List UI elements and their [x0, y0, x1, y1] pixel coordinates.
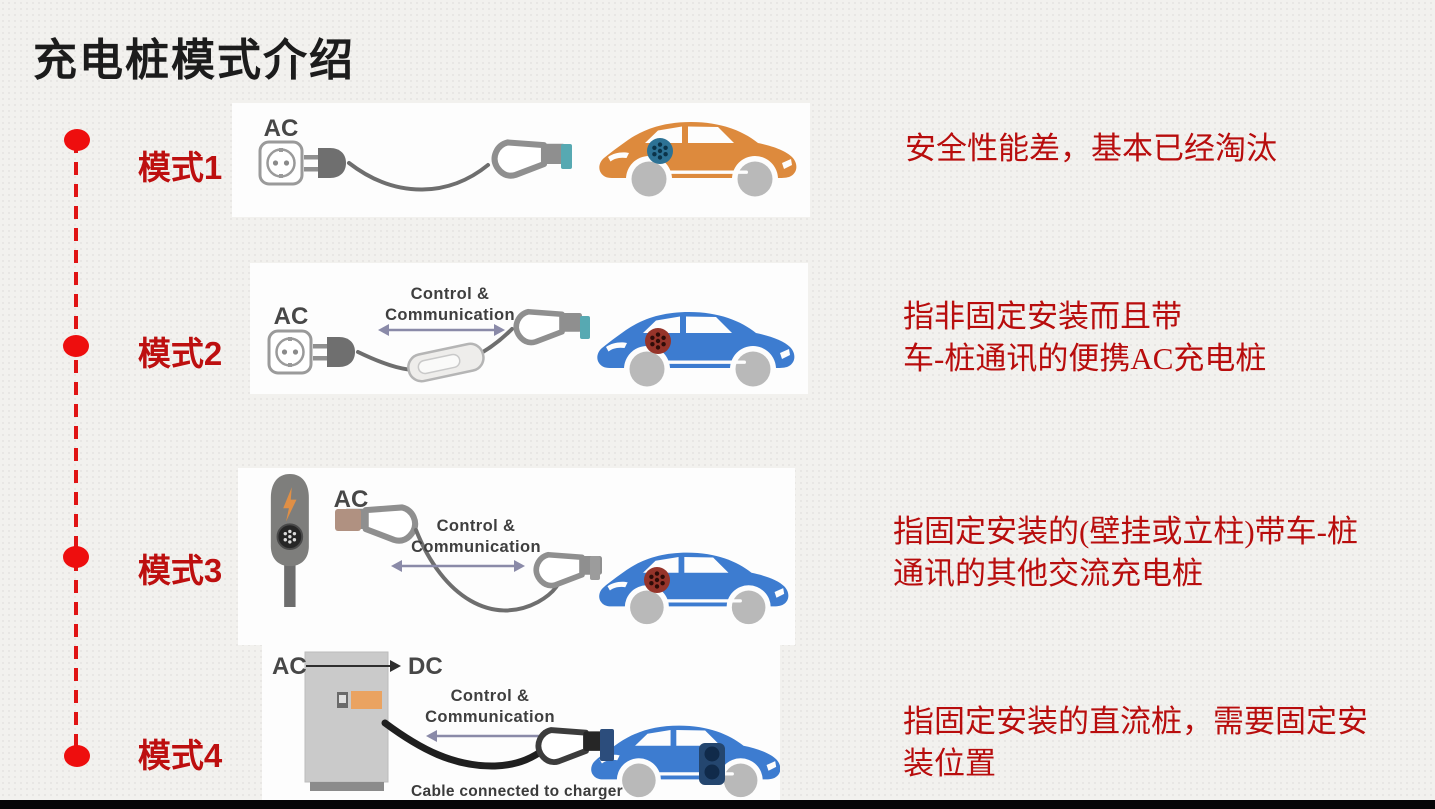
ac-label: AC	[274, 303, 309, 330]
description-line: 通讯的其他交流充电桩	[893, 556, 1203, 591]
description-mode-4: 指固定安装的直流桩，需要固定安 装位置	[903, 701, 1368, 785]
cabinet-screen	[351, 691, 382, 709]
description-line: 车-桩通讯的便携AC充电桩	[903, 341, 1267, 376]
charging-connector-icon	[516, 312, 582, 343]
plug-adapter	[335, 509, 361, 531]
inlet-adapter	[590, 556, 600, 580]
dc-charger-cabinet-icon	[304, 651, 389, 783]
description-line: 指非固定安装而且带	[903, 299, 1182, 334]
power-plug-icon	[313, 337, 355, 367]
diagram-mode-4: AC DC Control & Communication Cable conn…	[262, 645, 780, 800]
description-line: 指固定安装的直流桩，需要固定安	[903, 704, 1368, 739]
inlet-adapter	[580, 316, 590, 339]
charge-port-icon	[647, 138, 673, 164]
comm-label-line1: Control &	[451, 687, 530, 705]
charge-port-icon	[645, 328, 671, 354]
wallbox-charger-pillar-icon	[269, 473, 310, 608]
dc-label: DC	[408, 653, 443, 680]
ac-label: AC	[272, 653, 307, 680]
cabinet-base	[310, 782, 384, 791]
inlet-adapter	[600, 729, 614, 761]
cable-caption: Cable connected to charger	[411, 783, 623, 800]
diagram-mode-2: AC Control & Communication	[250, 263, 808, 394]
timeline-dot-1	[64, 129, 90, 151]
mode-label-2: 模式2	[137, 335, 223, 372]
comm-arrow	[426, 730, 554, 742]
mode-label-3: 模式3	[137, 552, 223, 589]
car-graphic-orange	[599, 122, 797, 202]
ac-dc-arrowhead	[390, 660, 401, 672]
comm-label-line1: Control &	[411, 285, 490, 303]
charging-cable	[347, 161, 490, 192]
timeline-dot-2	[63, 335, 89, 357]
comm-label-line1: Control &	[437, 517, 516, 535]
charging-connector-icon	[538, 730, 606, 762]
description-line: 指固定安装的(壁挂或立柱)带车-桩	[893, 514, 1358, 549]
page-title: 充电桩模式介绍	[33, 36, 355, 85]
timeline-dot-3	[63, 546, 89, 568]
comm-label-line2: Communication	[385, 306, 515, 324]
bottom-black-bar	[0, 800, 1435, 809]
car-graphic-blue	[599, 552, 789, 630]
timeline-dashed-line	[74, 140, 78, 757]
description-line: 安全性能差，基本已经淘汰	[905, 131, 1277, 166]
diagram-mode-1: AC	[232, 103, 810, 217]
ac-socket-icon	[258, 140, 304, 186]
charging-cable	[381, 719, 550, 770]
ac-label: AC	[334, 486, 369, 513]
description-mode-3: 指固定安装的(壁挂或立柱)带车-桩 通讯的其他交流充电桩	[893, 511, 1358, 595]
description-mode-1: 安全性能差，基本已经淘汰	[905, 128, 1277, 170]
comm-arrow	[391, 560, 525, 572]
incable-control-box-icon	[407, 342, 485, 383]
timeline-dot-4	[64, 745, 90, 767]
comm-label-line2: Communication	[425, 708, 555, 726]
ac-label: AC	[264, 115, 299, 142]
diagram-mode-3: AC Control & Communication	[238, 468, 795, 645]
comm-label-line2: Communication	[411, 538, 541, 556]
car-graphic-blue	[597, 312, 795, 392]
description-line: 装位置	[903, 746, 996, 781]
ccs-charge-port-icon	[699, 743, 725, 785]
description-mode-2: 指非固定安装而且带 车-桩通讯的便携AC充电桩	[903, 296, 1266, 380]
power-plug-icon	[304, 148, 346, 178]
mode-label-1: 模式1	[137, 149, 223, 186]
ac-socket-icon	[267, 329, 313, 375]
charge-port-icon	[644, 567, 670, 593]
mode-label-4: 模式4	[137, 737, 223, 774]
cabinet-connector-window	[339, 695, 346, 703]
inlet-adapter	[561, 144, 572, 169]
comm-arrow	[378, 324, 505, 336]
charging-connector-icon	[495, 142, 566, 175]
